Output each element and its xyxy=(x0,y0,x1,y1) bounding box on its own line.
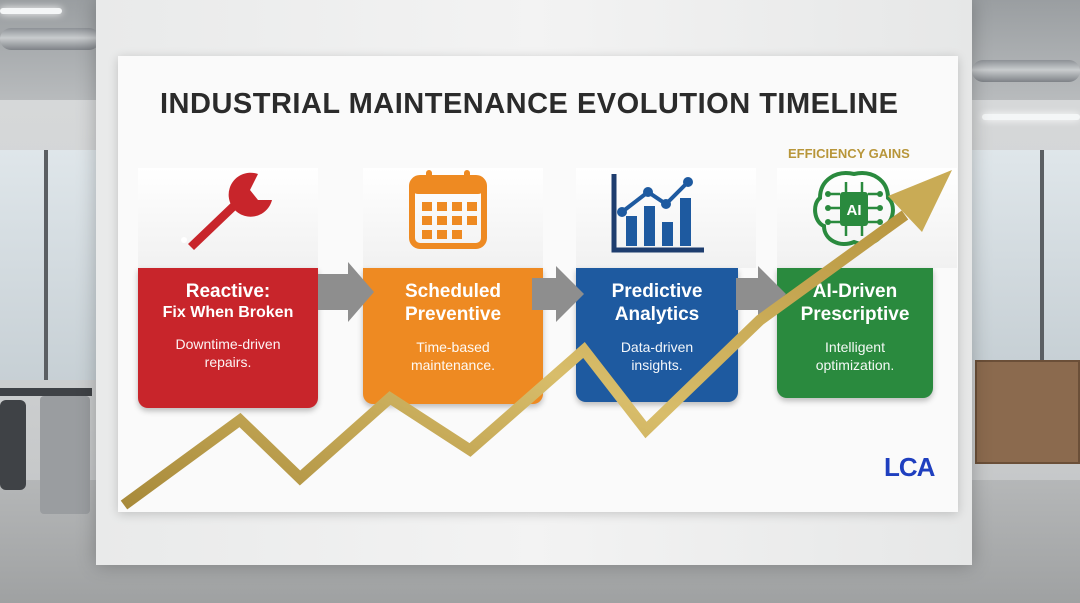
bar-chart-icon xyxy=(611,174,704,253)
efficiency-arrowhead xyxy=(888,170,952,232)
calendar-icon xyxy=(409,170,487,249)
office-window-right xyxy=(972,150,1080,360)
connector-arrow xyxy=(318,262,374,322)
stage-subheading: Preventive xyxy=(404,304,502,325)
stage-description: Intelligent optimization. xyxy=(815,339,895,373)
ceiling-light-far-right xyxy=(982,114,1080,120)
stage-card-reactive: Reactive: Fix When Broken Downtime-drive… xyxy=(138,268,318,408)
stage-heading: Scheduled xyxy=(404,281,502,302)
wrench-icon xyxy=(181,172,272,250)
office-window-left xyxy=(0,150,96,380)
stage-card-scheduled: Scheduled Preventive Time-based maintena… xyxy=(363,268,543,404)
efficiency-gains-label: EFFICIENCY GAINS xyxy=(788,146,910,161)
stage-heading: Predictive xyxy=(611,281,703,302)
connector-arrow xyxy=(532,266,584,322)
office-chair xyxy=(0,400,26,490)
window-frame xyxy=(1040,150,1044,360)
ceiling-light-left xyxy=(0,8,62,14)
ai-brain-icon: AI xyxy=(813,171,895,246)
stage-description: Time-based maintenance. xyxy=(410,339,496,373)
stage-subheading: Prescriptive xyxy=(800,304,910,325)
stage-subheading: Fix When Broken xyxy=(162,304,294,321)
stage-heading: Reactive: xyxy=(185,281,271,302)
office-bin xyxy=(40,396,90,514)
stage-description: Downtime-driven repairs. xyxy=(175,336,281,370)
stage-description: Data-driven insights. xyxy=(620,339,694,373)
office-desk xyxy=(0,388,92,396)
company-logo: LCA xyxy=(884,452,935,482)
ai-chip-label: AI xyxy=(847,202,862,219)
ceiling-duct-left xyxy=(0,28,100,50)
window-frame xyxy=(44,150,48,380)
stage-subheading: Analytics xyxy=(614,304,700,325)
office-cabinet xyxy=(975,360,1080,464)
efficiency-trend-arrow xyxy=(120,210,909,510)
ceiling-duct-right xyxy=(972,60,1080,82)
page-title: INDUSTRIAL MAINTENANCE EVOLUTION TIMELIN… xyxy=(160,88,899,120)
connector-arrow xyxy=(736,266,786,322)
stage-panel-top xyxy=(138,168,318,268)
stage-heading: AI-Driven xyxy=(812,281,898,302)
